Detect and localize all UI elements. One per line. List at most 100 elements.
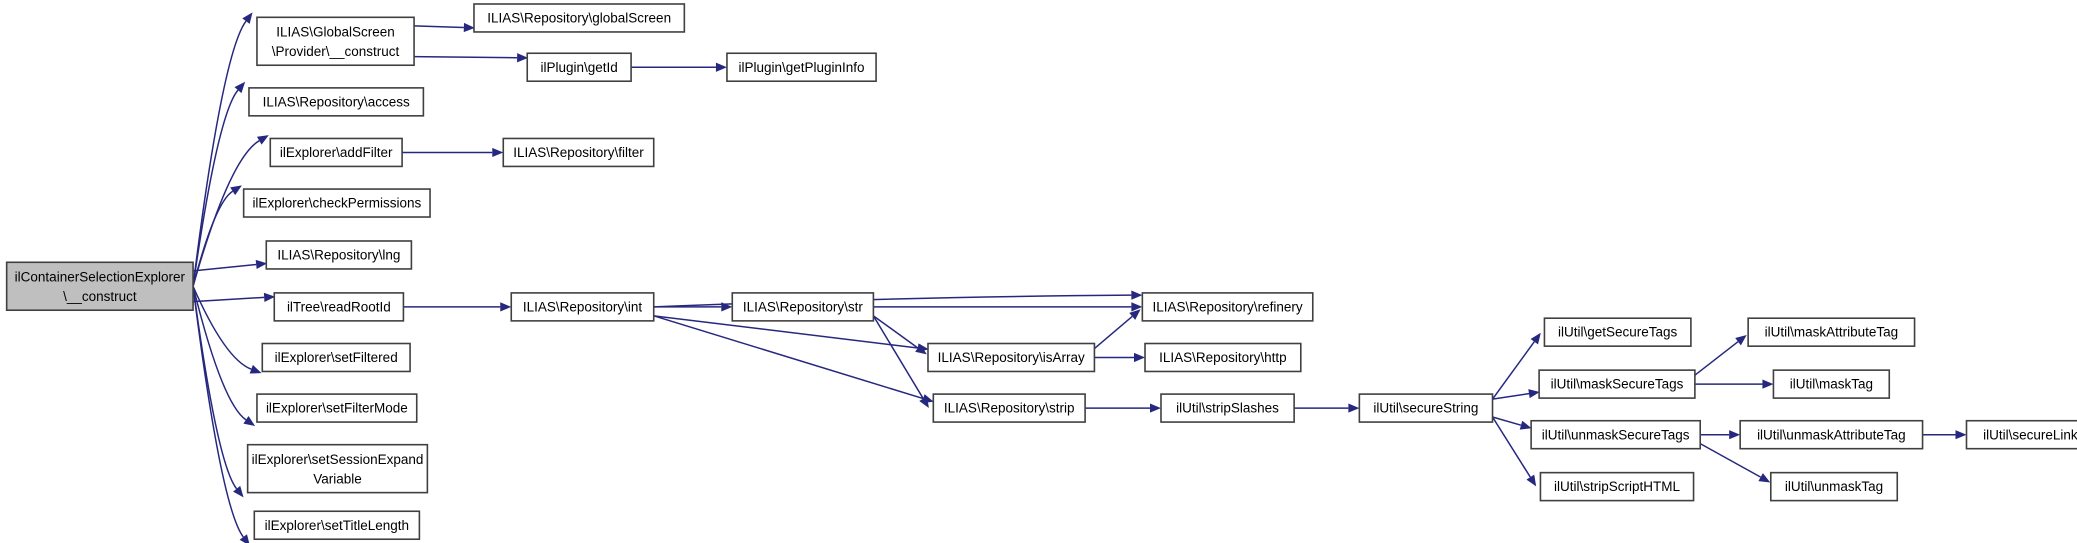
node-box[interactable] [246, 443, 429, 494]
node-box[interactable] [253, 510, 421, 541]
edge-arrowhead [1530, 332, 1541, 345]
graph-node-getPluginInfo[interactable]: ilPlugin\getPluginInfo [726, 52, 877, 83]
graph-node-maskAttributeTag[interactable]: ilUtil\maskAttributeTag [1747, 317, 1916, 347]
node-box[interactable] [1358, 393, 1494, 423]
graph-node-secureLink[interactable]: ilUtil\secureLink [1965, 419, 2077, 450]
graph-node-checkPermissions[interactable]: ilExplorer\checkPermissions [242, 188, 431, 218]
graph-edge-root-to-lng [192, 263, 257, 272]
edge-layer [192, 12, 1967, 543]
node-box[interactable] [1530, 419, 1702, 450]
graph-node-filter[interactable]: ILIAS\Repository\filter [502, 137, 655, 168]
edge-arrowhead [1348, 403, 1360, 413]
edge-arrowhead [242, 12, 253, 24]
graph-node-int[interactable]: ILIAS\Repository\int [510, 292, 655, 322]
graph-edge-secureString-to-getSecureTags [1491, 341, 1535, 400]
node-box[interactable] [1538, 369, 1696, 399]
graph-node-unmaskSecureTags[interactable]: ilUtil\unmaskSecureTags [1530, 419, 1702, 450]
node-box[interactable] [1739, 419, 1924, 450]
node-box[interactable] [256, 393, 418, 423]
node-box[interactable] [248, 87, 425, 117]
node-box[interactable] [1965, 419, 2077, 450]
graph-node-stripScriptHTML[interactable]: ilUtil\stripScriptHTML [1539, 471, 1695, 502]
graph-edge-unmaskSecureTags-to-unmaskTag [1699, 442, 1762, 478]
graph-edge-globalscreen_ctor-to-getId [414, 55, 518, 59]
graph-edge-root-to-checkPermissions [192, 190, 234, 287]
edge-arrowhead [243, 416, 256, 426]
node-box[interactable] [932, 393, 1086, 423]
node-box[interactable] [261, 342, 411, 373]
graph-node-globalScreen[interactable]: ILIAS\Repository\globalScreen [473, 3, 686, 33]
graph-node-access[interactable]: ILIAS\Repository\access [248, 87, 425, 117]
graph-node-lng[interactable]: ILIAS\Repository\lng [265, 240, 413, 270]
node-box[interactable] [510, 292, 655, 322]
edge-arrowhead [233, 485, 244, 498]
node-box[interactable] [256, 16, 415, 67]
edge-arrowhead [1762, 379, 1774, 389]
graph-node-getSecureTags[interactable]: ilUtil\getSecureTags [1543, 317, 1692, 347]
graph-node-isArray[interactable]: ILIAS\Repository\isArray [927, 342, 1096, 373]
node-box[interactable] [473, 3, 686, 33]
node-box[interactable] [242, 188, 431, 218]
node-box[interactable] [1539, 471, 1695, 502]
edge-arrowhead [1528, 389, 1540, 399]
node-box[interactable] [1160, 393, 1295, 423]
graph-node-root[interactable]: ilContainerSelectionExplorer\__construct [5, 261, 194, 312]
edge-arrowhead [500, 302, 512, 312]
edge-arrowhead [1526, 474, 1537, 487]
graph-node-maskTag[interactable]: ilUtil\maskTag [1772, 369, 1891, 399]
edge-arrowhead [715, 62, 727, 72]
graph-node-getId[interactable]: ilPlugin\getId [526, 52, 632, 83]
node-box[interactable] [726, 52, 877, 83]
graph-edge-root-to-setSessionExpand [192, 286, 238, 490]
node-box[interactable] [927, 342, 1096, 373]
graph-node-readRootId[interactable]: ilTree\readRootId [273, 292, 405, 322]
node-box[interactable] [1769, 471, 1899, 502]
graph-node-unmaskTag[interactable]: ilUtil\unmaskTag [1769, 471, 1899, 502]
graph-edge-int-to-strip [653, 315, 924, 400]
node-box[interactable] [269, 137, 403, 168]
edge-arrowhead [1735, 334, 1747, 346]
edge-arrowhead [1131, 290, 1143, 300]
graph-node-maskSecureTags[interactable]: ilUtil\maskSecureTags [1538, 369, 1696, 399]
node-box[interactable] [1543, 317, 1692, 347]
graph-node-stripSlashes[interactable]: ilUtil\stripSlashes [1160, 393, 1295, 423]
graph-node-http[interactable]: ILIAS\Repository\http [1144, 342, 1302, 373]
edge-arrowhead [1129, 309, 1141, 320]
graph-node-strip[interactable]: ILIAS\Repository\strip [932, 393, 1086, 423]
node-box[interactable] [1747, 317, 1916, 347]
edge-arrowhead [517, 53, 529, 63]
node-box[interactable] [1141, 292, 1314, 322]
graph-node-secureString[interactable]: ilUtil\secureString [1358, 393, 1494, 423]
edge-arrowhead [234, 81, 246, 94]
graph-node-globalscreen_ctor[interactable]: ILIAS\GlobalScreen\Provider\__construct [256, 16, 415, 67]
edge-arrowhead [492, 147, 504, 158]
graph-edge-secureString-to-stripScriptHTML [1491, 416, 1531, 478]
graph-edge-maskSecureTags-to-maskAttributeTag [1694, 341, 1739, 376]
graph-node-setTitleLength[interactable]: ilExplorer\setTitleLength [253, 510, 421, 541]
graph-node-unmaskAttributeTag[interactable]: ilUtil\unmaskAttributeTag [1739, 419, 1924, 450]
graph-edge-int-to-refinery [653, 294, 1132, 308]
graph-node-addFilter[interactable]: ilExplorer\addFilter [269, 137, 403, 168]
node-box[interactable] [265, 240, 413, 270]
graph-edge-globalscreen_ctor-to-globalScreen [414, 25, 464, 29]
node-box[interactable] [1144, 342, 1302, 373]
graph-edge-secureString-to-maskSecureTags [1492, 392, 1530, 400]
node-box[interactable] [1772, 369, 1891, 399]
graph-edge-isArray-to-refinery [1093, 315, 1133, 350]
graph-node-setFiltered[interactable]: ilExplorer\setFiltered [261, 342, 411, 373]
edge-arrowhead [256, 135, 269, 145]
edge-arrowhead [1729, 430, 1741, 440]
node-box[interactable] [526, 52, 632, 83]
node-box[interactable] [502, 137, 655, 168]
graph-node-setFilterMode[interactable]: ilExplorer\setFilterMode [256, 393, 418, 423]
graph-edge-int-to-isArray [653, 315, 918, 349]
node-box[interactable] [731, 292, 875, 322]
node-box[interactable] [273, 292, 405, 322]
edge-arrowhead [1131, 302, 1143, 312]
node-box[interactable] [5, 261, 194, 312]
graph-node-str[interactable]: ILIAS\Repository\str [731, 292, 875, 322]
edge-arrowhead [1955, 430, 1967, 440]
graph-node-refinery[interactable]: ILIAS\Repository\refinery [1141, 292, 1314, 322]
